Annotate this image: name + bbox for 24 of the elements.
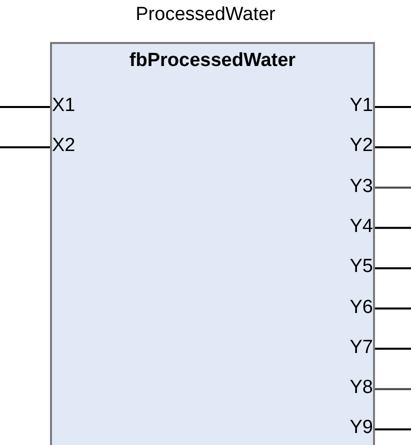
- wire: [373, 388, 411, 390]
- output-pin-label: Y8: [350, 377, 373, 400]
- wire: [373, 348, 411, 350]
- output-pin-label: Y5: [350, 256, 373, 278]
- wire: [373, 308, 411, 310]
- output-pin-label: Y7: [350, 336, 373, 359]
- output-pin-label: Y3: [350, 176, 373, 198]
- instance-name: ProcessedWater: [134, 4, 276, 26]
- wire: [0, 146, 52, 148]
- wire: [373, 186, 411, 189]
- input-pin-label: X2: [52, 135, 76, 158]
- wire: [373, 267, 411, 270]
- input-pin-label: X1: [52, 95, 76, 117]
- block-type-name: fbProcessedWater: [128, 50, 297, 72]
- output-pin-label: Y2: [350, 135, 373, 158]
- wire: [373, 106, 411, 108]
- output-pin-label: Y6: [350, 296, 373, 318]
- wire: [373, 146, 411, 148]
- output-pin-label: Y4: [350, 216, 373, 238]
- output-pin-label: Y1: [350, 95, 373, 117]
- wire: [0, 106, 52, 108]
- output-pin-label: Y9: [350, 417, 373, 440]
- wire: [373, 226, 411, 229]
- wire: [373, 428, 411, 430]
